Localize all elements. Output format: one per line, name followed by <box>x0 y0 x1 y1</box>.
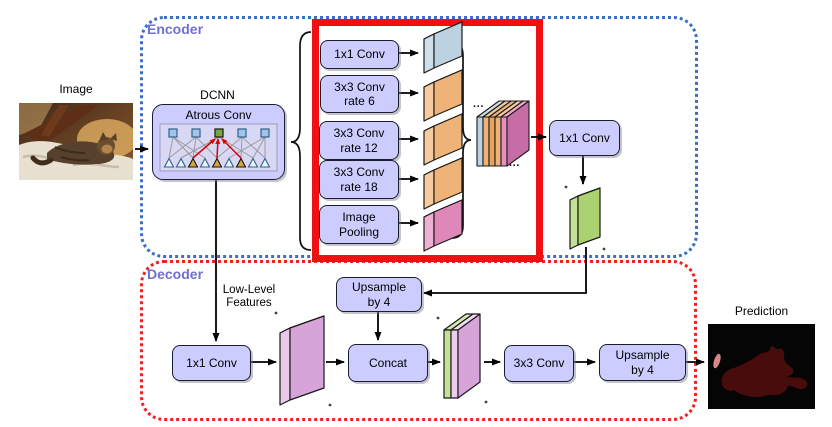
ellipsis-top: ··· <box>473 101 484 113</box>
aspp-branch-1x1-conv: 1x1 Conv <box>320 40 399 69</box>
left-brace <box>290 31 312 251</box>
low-level-features-label: Low-Level Features <box>222 284 276 310</box>
aspp-branch-3x3-rate12: 3x3 Conv rate 12 <box>319 121 399 160</box>
encoder-1x1-conv-box: 1x1 Conv <box>549 120 620 156</box>
input-image-label: Image <box>59 82 93 96</box>
decoder-3x3-conv-box: 3x3 Conv <box>504 345 574 382</box>
flow-arrows <box>135 49 705 366</box>
decoder-upsample4-box-2: Upsample by 4 <box>599 344 686 381</box>
atrous-conv-diagram <box>159 123 278 172</box>
decoder-concat-stack <box>443 313 481 399</box>
decoder-concat-box: Concat <box>348 344 428 382</box>
dcnn-label: DCNN <box>200 88 235 102</box>
aspp-highlight-frame <box>312 19 543 262</box>
aspp-branch-3x3-rate6: 3x3 Conv rate 6 <box>320 75 399 113</box>
prediction-label: Prediction <box>734 304 789 318</box>
ellipsis-bottom: ··· <box>509 160 520 172</box>
decoder-1x1-conv-box: 1x1 Conv <box>172 345 251 381</box>
decoder-label: Decoder <box>147 266 204 282</box>
decoder-lowlevel-slab <box>279 315 325 406</box>
atrous-conv-label: Atrous Conv <box>185 108 252 122</box>
encoder-concat-stack <box>476 100 530 167</box>
cat-photo-illustration <box>19 103 137 180</box>
input-image <box>19 103 137 180</box>
aspp-branch-image-pooling: Image Pooling <box>319 205 399 244</box>
decoder-upsample4-box-1: Upsample by 4 <box>336 277 422 312</box>
encoder-output-slab <box>569 187 601 250</box>
aspp-feature-slabs <box>423 21 463 252</box>
dcnn-box: Atrous Conv <box>152 104 285 180</box>
segmentation-mask-illustration <box>708 324 815 409</box>
encoder-label: Encoder <box>147 21 204 37</box>
aspp-branch-3x3-rate18: 3x3 Conv rate 18 <box>319 160 399 199</box>
prediction-image <box>708 324 815 409</box>
